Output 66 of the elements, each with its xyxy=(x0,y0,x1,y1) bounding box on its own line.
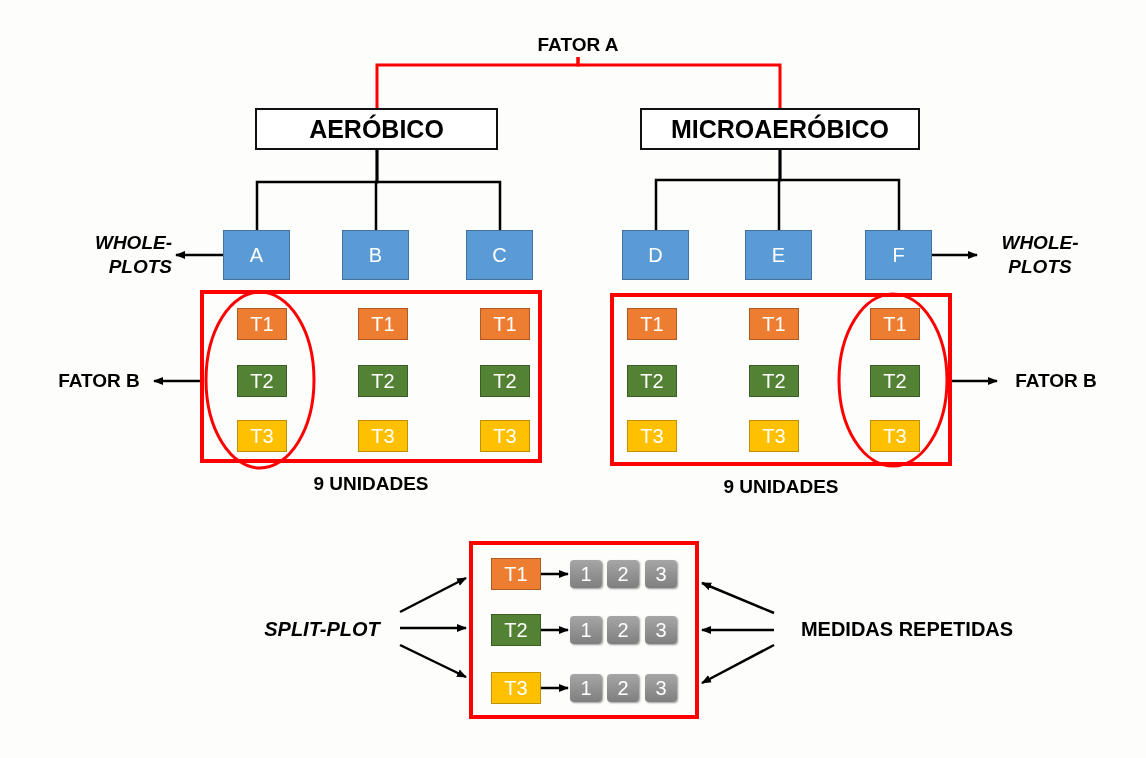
treatment-box: T2 xyxy=(627,365,677,397)
connector-line xyxy=(576,57,782,108)
treatment-box: T3 xyxy=(491,672,541,704)
plot-box: E xyxy=(745,230,812,280)
arrow xyxy=(541,626,569,634)
measure-box: 1 xyxy=(570,674,602,702)
plot-box: B xyxy=(342,230,409,280)
level-box: MICROAERÓBICO xyxy=(640,108,920,150)
arrow xyxy=(541,570,569,578)
arrow xyxy=(399,576,467,614)
arrow xyxy=(153,377,200,385)
arrow xyxy=(952,377,998,385)
treatment-box: T3 xyxy=(627,420,677,452)
arrow xyxy=(701,626,774,634)
node-label: 9 UNIDADES xyxy=(723,476,839,498)
treatment-box: T1 xyxy=(627,308,677,340)
treatment-box: T2 xyxy=(749,365,799,397)
split-plot-label: SPLIT-PLOT xyxy=(248,614,396,644)
treatment-box: T1 xyxy=(237,308,287,340)
whole-plots-label: WHOLE-PLOTS xyxy=(62,228,172,282)
repeated-measures-label: MEDIDAS REPETIDAS xyxy=(778,614,1036,644)
treatment-box: T2 xyxy=(358,365,408,397)
treatment-box: T1 xyxy=(870,308,920,340)
arrow xyxy=(399,643,467,679)
arrow xyxy=(400,624,467,632)
connector-line xyxy=(778,150,901,230)
arrow xyxy=(701,643,775,685)
measure-box: 1 xyxy=(570,560,602,588)
treatment-box: T2 xyxy=(480,365,530,397)
plot-box: C xyxy=(466,230,533,280)
node-label: 9 UNIDADES xyxy=(313,473,429,495)
plot-box: D xyxy=(622,230,689,280)
factor-label: FATOR B xyxy=(48,368,150,394)
measure-box: 3 xyxy=(645,674,677,702)
measure-box: 2 xyxy=(607,616,639,644)
treatment-box: T3 xyxy=(480,420,530,452)
arrow xyxy=(541,684,569,692)
measure-box: 3 xyxy=(645,560,677,588)
arrow xyxy=(932,251,978,259)
group-frame xyxy=(469,541,699,719)
plot-box: F xyxy=(865,230,932,280)
treatment-box: T1 xyxy=(480,308,530,340)
treatment-box: T3 xyxy=(358,420,408,452)
measure-box: 1 xyxy=(570,616,602,644)
measure-box: 2 xyxy=(607,560,639,588)
arrow xyxy=(701,581,775,615)
group-frame xyxy=(200,290,542,463)
connector-line xyxy=(375,150,502,230)
treatment-box: T1 xyxy=(749,308,799,340)
treatment-box: T3 xyxy=(870,420,920,452)
plot-box: A xyxy=(223,230,290,280)
whole-plots-label: WHOLE-PLOTS xyxy=(985,228,1095,282)
factor-label: FATOR A xyxy=(518,33,638,57)
measure-box: 3 xyxy=(645,616,677,644)
treatment-box: T2 xyxy=(870,365,920,397)
treatment-box: T2 xyxy=(491,614,541,646)
factor-label: FATOR B xyxy=(1005,368,1107,394)
treatment-box: T1 xyxy=(491,558,541,590)
treatment-box: T1 xyxy=(358,308,408,340)
treatment-box: T3 xyxy=(237,420,287,452)
measure-box: 2 xyxy=(607,674,639,702)
group-frame xyxy=(610,293,952,466)
treatment-box: T2 xyxy=(237,365,287,397)
arrow xyxy=(175,251,223,259)
treatment-box: T3 xyxy=(749,420,799,452)
level-box: AERÓBICO xyxy=(255,108,498,150)
